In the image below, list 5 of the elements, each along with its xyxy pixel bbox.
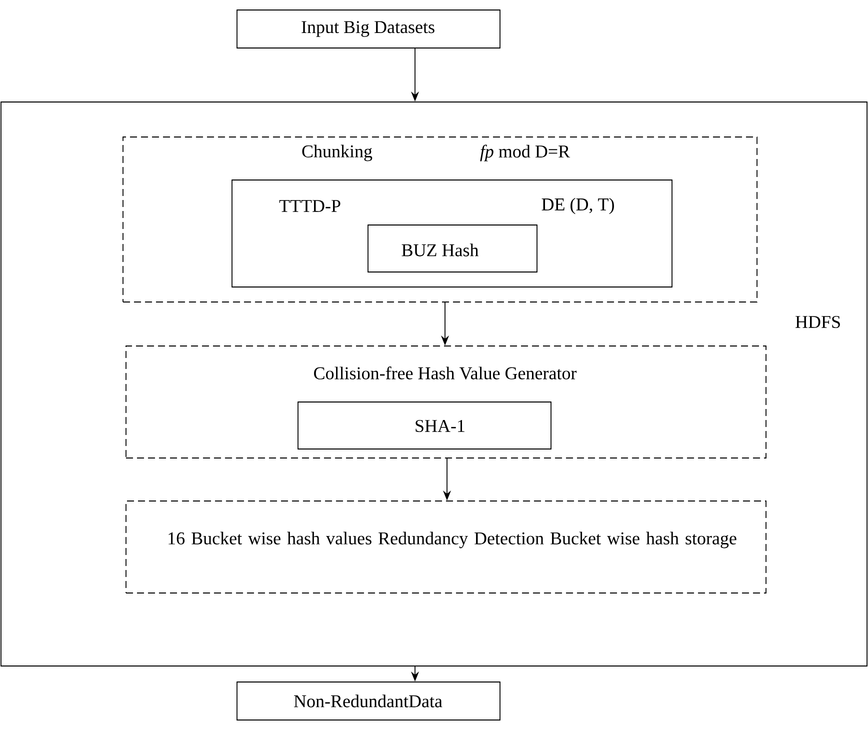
process-box: Non-RedundantData — [236, 682, 500, 720]
process-box: SHA-1 — [298, 402, 552, 450]
group-box: 16 Bucket wise hash values Redundancy Detection Bucket wise hash storage — [126, 500, 766, 594]
process-box: Input Big Datasets — [236, 10, 500, 48]
process-box: BUZ Hash — [368, 224, 538, 272]
